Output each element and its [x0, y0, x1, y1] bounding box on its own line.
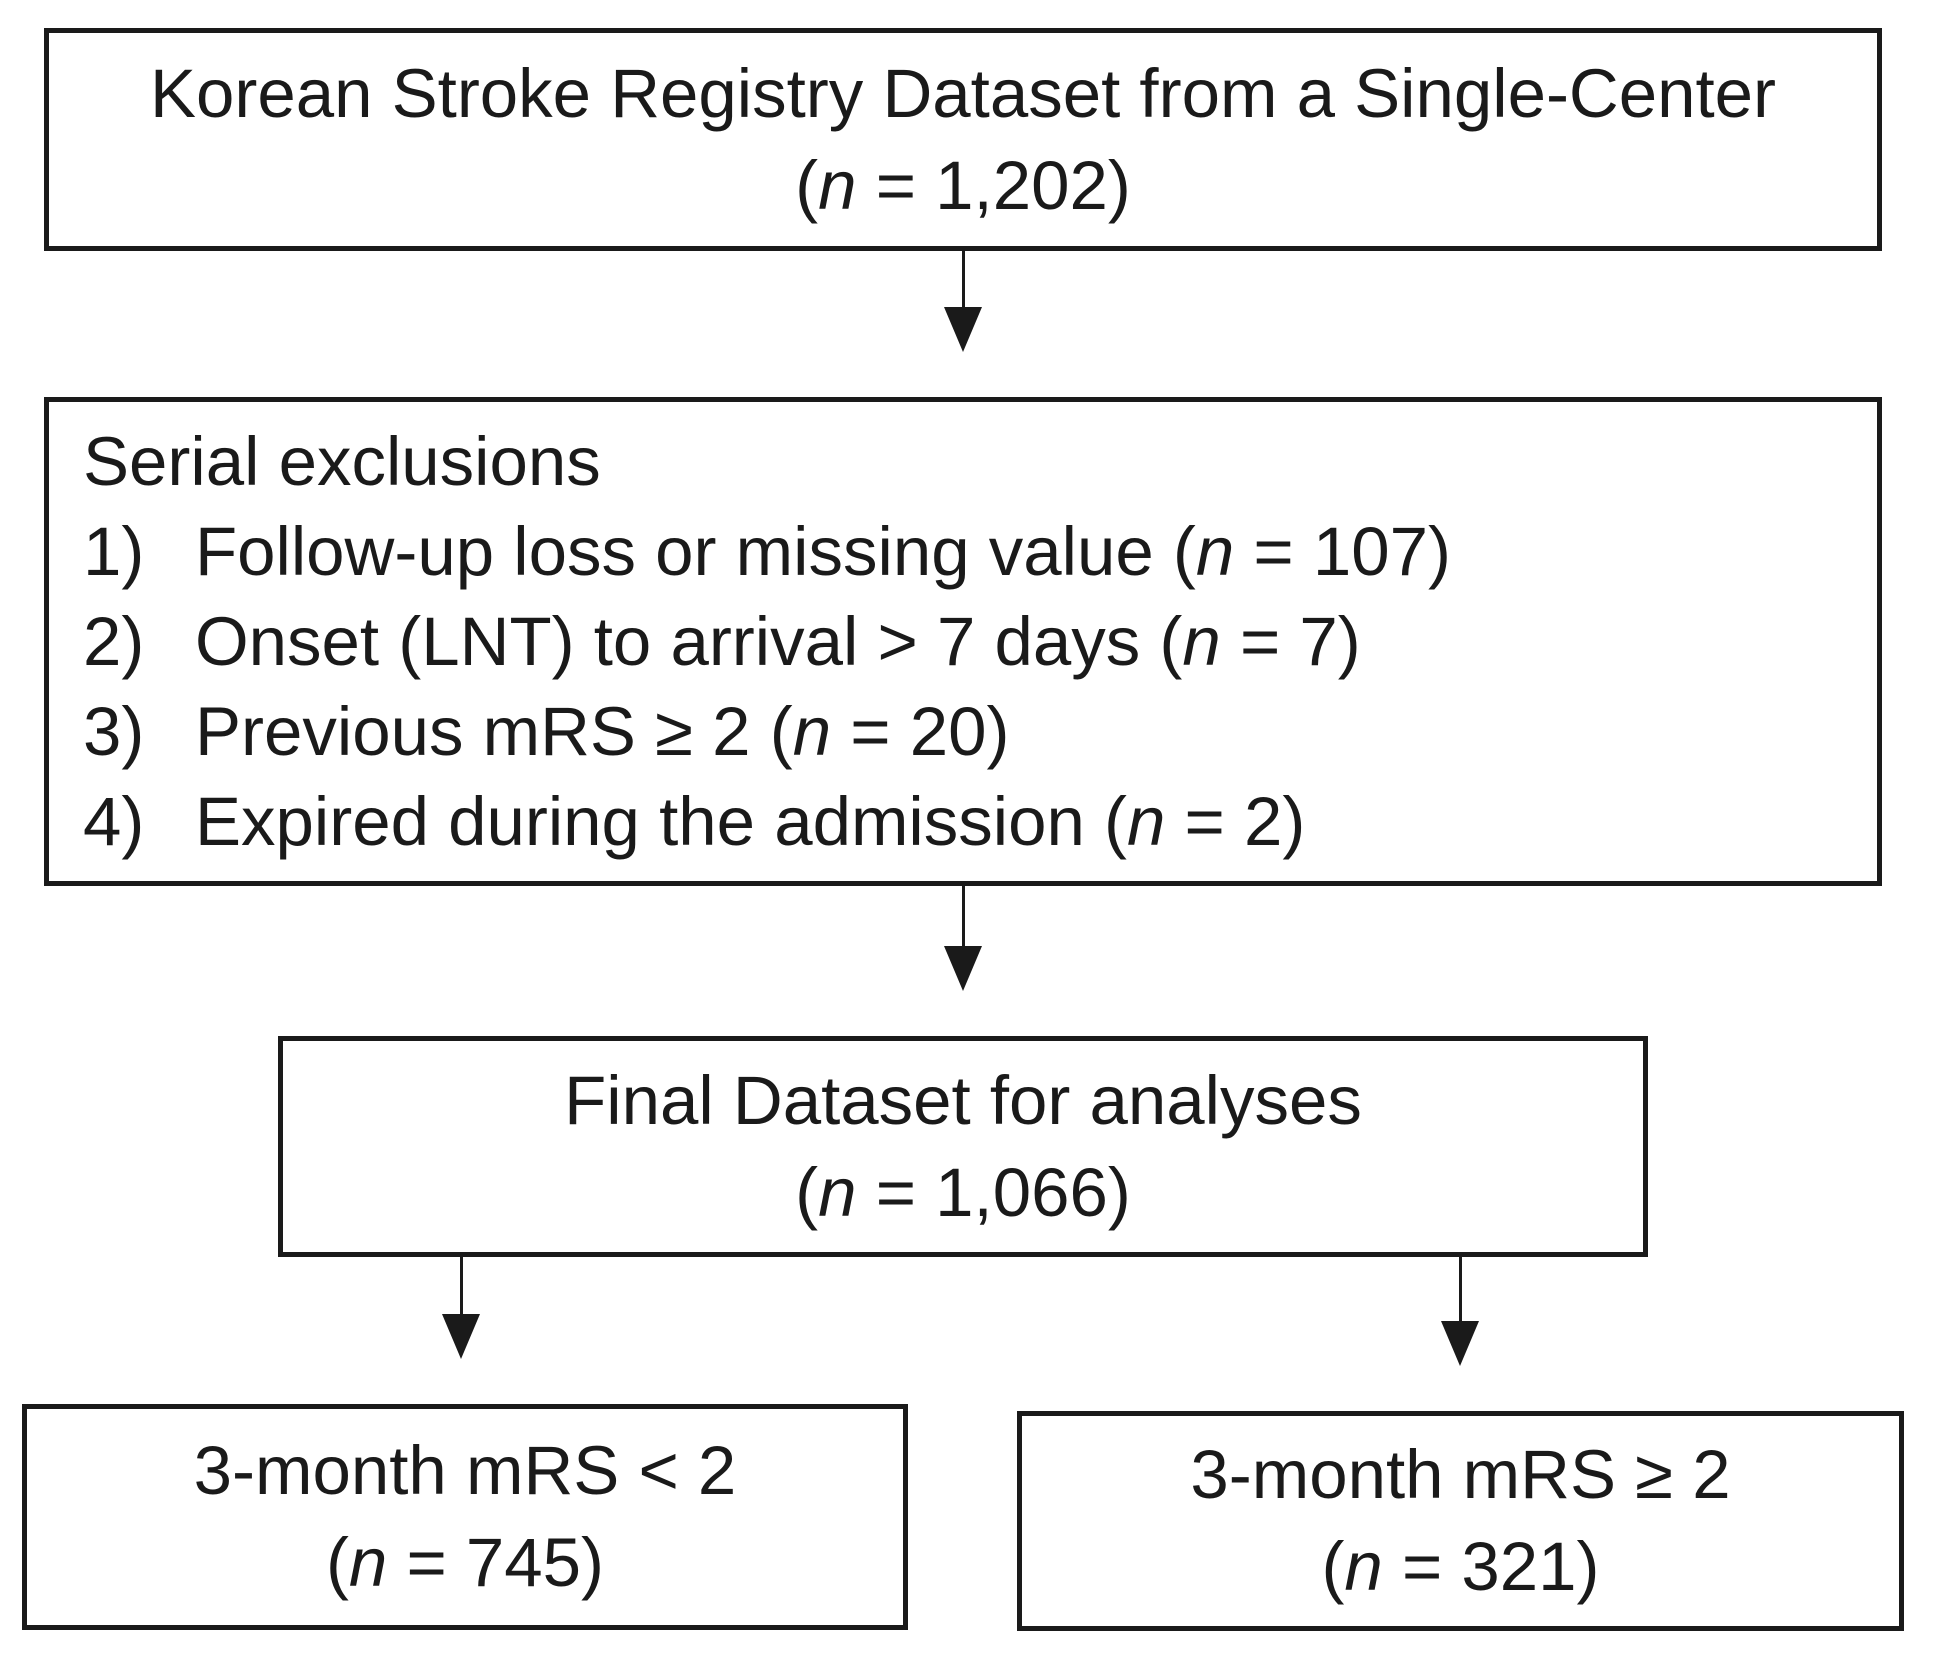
arrow-head-icon — [944, 946, 982, 1036]
count-n-var: n — [1344, 1528, 1383, 1605]
exclusion-item-2: 2) Onset (LNT) to arrival > 7 days (n = 7… — [83, 597, 1843, 687]
count-open: ( — [795, 146, 819, 224]
exclusion-item-1: 1) Follow-up loss or missing value (n = 1… — [83, 507, 1843, 597]
flow-arrow-exclusions-to-final — [943, 886, 983, 1036]
count-rest: = 745) — [387, 1524, 605, 1601]
arrow-head-icon — [944, 307, 982, 397]
node-final-dataset: Final Dataset for analyses (n = 1,066) — [278, 1036, 1648, 1257]
final-count: (n = 1,066) — [795, 1147, 1131, 1239]
source-title: Korean Stroke Registry Dataset from a Si… — [149, 54, 1777, 132]
exclusions-title: Serial exclusions — [83, 422, 601, 500]
node-mrs-greater-equal-2: 3-month mRS ≥ 2 (n = 321) — [1017, 1411, 1904, 1631]
item-pre: Onset (LNT) to arrival > 7 days ( — [195, 602, 1183, 680]
item-n-var: n — [1195, 512, 1235, 590]
item-text: Follow-up loss or missing value (n = 107… — [195, 507, 1451, 597]
item-post: = 7) — [1220, 602, 1361, 680]
count-rest: = 1,202) — [856, 146, 1131, 224]
node-serial-exclusions: Serial exclusions 1) Follow-up loss or mi… — [44, 397, 1882, 886]
item-pre: Follow-up loss or missing value ( — [195, 512, 1196, 590]
item-number: 1) — [83, 512, 145, 590]
count-open: ( — [1321, 1528, 1345, 1605]
count-rest: = 1,066) — [856, 1153, 1131, 1231]
exclusion-item-3: 3) Previous mRS ≥ 2 (n = 20) — [83, 687, 1843, 777]
item-number: 4) — [83, 782, 145, 860]
item-n-var: n — [792, 692, 832, 770]
good-outcome-count: (n = 745) — [326, 1517, 604, 1609]
poor-outcome-count: (n = 321) — [1321, 1521, 1599, 1613]
item-post: = 20) — [831, 692, 1010, 770]
arrow-line — [459, 1257, 463, 1314]
flow-arrow-final-to-mrs-lt2 — [441, 1257, 481, 1404]
item-text: Onset (LNT) to arrival > 7 days (n = 7) — [195, 597, 1361, 687]
node-mrs-less-than-2: 3-month mRS < 2 (n = 745) — [22, 1404, 908, 1630]
count-n-var: n — [348, 1524, 388, 1601]
flow-arrow-final-to-mrs-ge2 — [1440, 1257, 1480, 1411]
node-source-dataset: Korean Stroke Registry Dataset from a Si… — [44, 28, 1882, 251]
exclusion-item-4: 4) Expired during the admission (n = 2) — [83, 777, 1843, 867]
item-post: = 2) — [1165, 782, 1306, 860]
count-n-var: n — [818, 146, 857, 224]
arrow-line — [961, 886, 965, 946]
item-number: 2) — [83, 602, 145, 680]
poor-outcome-title: 3-month mRS ≥ 2 — [1190, 1436, 1731, 1513]
arrow-line — [961, 251, 965, 307]
good-outcome-title: 3-month mRS < 2 — [193, 1432, 737, 1509]
final-title: Final Dataset for analyses — [564, 1061, 1362, 1139]
source-count: (n = 1,202) — [795, 140, 1131, 232]
count-n-var: n — [818, 1153, 857, 1231]
count-rest: = 321) — [1382, 1528, 1600, 1605]
item-n-var: n — [1126, 782, 1166, 860]
item-n-var: n — [1182, 602, 1221, 680]
arrow-line — [1458, 1257, 1462, 1321]
arrow-head-icon — [442, 1314, 480, 1404]
item-text: Expired during the admission (n = 2) — [195, 777, 1305, 867]
flow-arrow-source-to-exclusions — [943, 251, 983, 397]
item-number: 3) — [83, 692, 145, 770]
item-post: = 107) — [1234, 512, 1451, 590]
count-open: ( — [325, 1524, 349, 1601]
arrow-head-icon — [1441, 1321, 1479, 1411]
item-pre: Previous mRS ≥ 2 ( — [195, 692, 793, 770]
item-pre: Expired during the admission ( — [195, 782, 1127, 860]
count-open: ( — [795, 1153, 819, 1231]
item-text: Previous mRS ≥ 2 (n = 20) — [195, 687, 1009, 777]
